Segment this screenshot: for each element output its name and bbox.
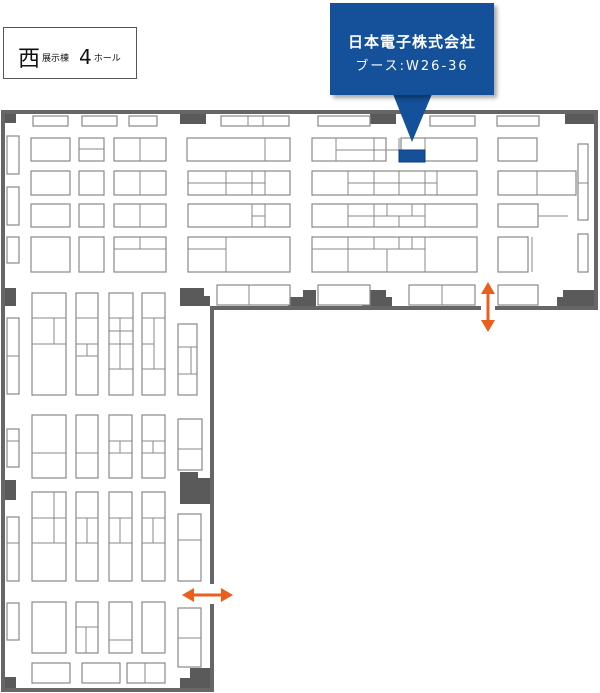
booth[interactable] [30, 236, 71, 273]
booth[interactable] [311, 170, 478, 196]
booth[interactable] [497, 284, 539, 306]
booth[interactable] [31, 414, 67, 479]
legend-hall-number: 4 [79, 45, 92, 69]
booth[interactable] [31, 601, 67, 654]
booth[interactable] [81, 662, 121, 684]
booth[interactable] [177, 418, 203, 471]
booth[interactable] [30, 170, 71, 196]
callout-company: 日本電子株式会社 [347, 33, 476, 51]
legend-hall: ホール [93, 53, 121, 64]
booth[interactable] [317, 284, 371, 306]
booth[interactable] [187, 236, 291, 273]
booth[interactable] [577, 233, 589, 273]
booth[interactable] [6, 602, 20, 641]
pillars [5, 114, 594, 688]
booth[interactable] [177, 513, 202, 582]
booth[interactable] [497, 236, 529, 273]
booth[interactable] [78, 236, 105, 273]
booth[interactable] [6, 236, 20, 264]
booth[interactable] [141, 601, 166, 654]
booth[interactable] [128, 115, 158, 127]
booth[interactable] [32, 115, 69, 127]
booth[interactable] [6, 516, 20, 582]
booth[interactable] [6, 428, 20, 468]
booth[interactable] [216, 284, 291, 306]
booth[interactable] [6, 135, 20, 175]
legend-building: 展示棟 [42, 53, 70, 64]
legend-west: 西 [18, 47, 41, 72]
booth[interactable] [187, 203, 291, 228]
booth[interactable] [311, 236, 478, 273]
booth[interactable] [108, 601, 133, 654]
booth[interactable] [31, 491, 67, 582]
booth[interactable] [6, 186, 20, 226]
booth[interactable] [429, 115, 476, 127]
booth[interactable] [126, 662, 166, 684]
highlighted-booth-w26-36[interactable] [398, 149, 426, 163]
booth[interactable] [30, 203, 71, 228]
callout-pointer [393, 94, 432, 142]
booth[interactable] [78, 170, 105, 196]
booth[interactable] [317, 115, 371, 127]
booth[interactable] [186, 137, 291, 162]
booth[interactable] [75, 414, 99, 479]
booth[interactable] [497, 137, 538, 162]
callout-booth-number: ブース:W26-36 [355, 59, 469, 74]
booth[interactable] [81, 115, 118, 127]
booth[interactable] [177, 323, 198, 396]
access-arrow-vertical [481, 282, 495, 332]
booth[interactable] [497, 203, 539, 228]
access-arrow-horizontal [182, 588, 233, 602]
booth[interactable] [496, 115, 540, 127]
booth[interactable] [220, 115, 290, 127]
booth[interactable] [577, 143, 589, 221]
booth[interactable] [78, 203, 105, 228]
booth[interactable] [30, 137, 71, 162]
booth[interactable] [31, 662, 71, 684]
booth-callout: 日本電子株式会社 ブース:W26-36 [330, 3, 494, 95]
